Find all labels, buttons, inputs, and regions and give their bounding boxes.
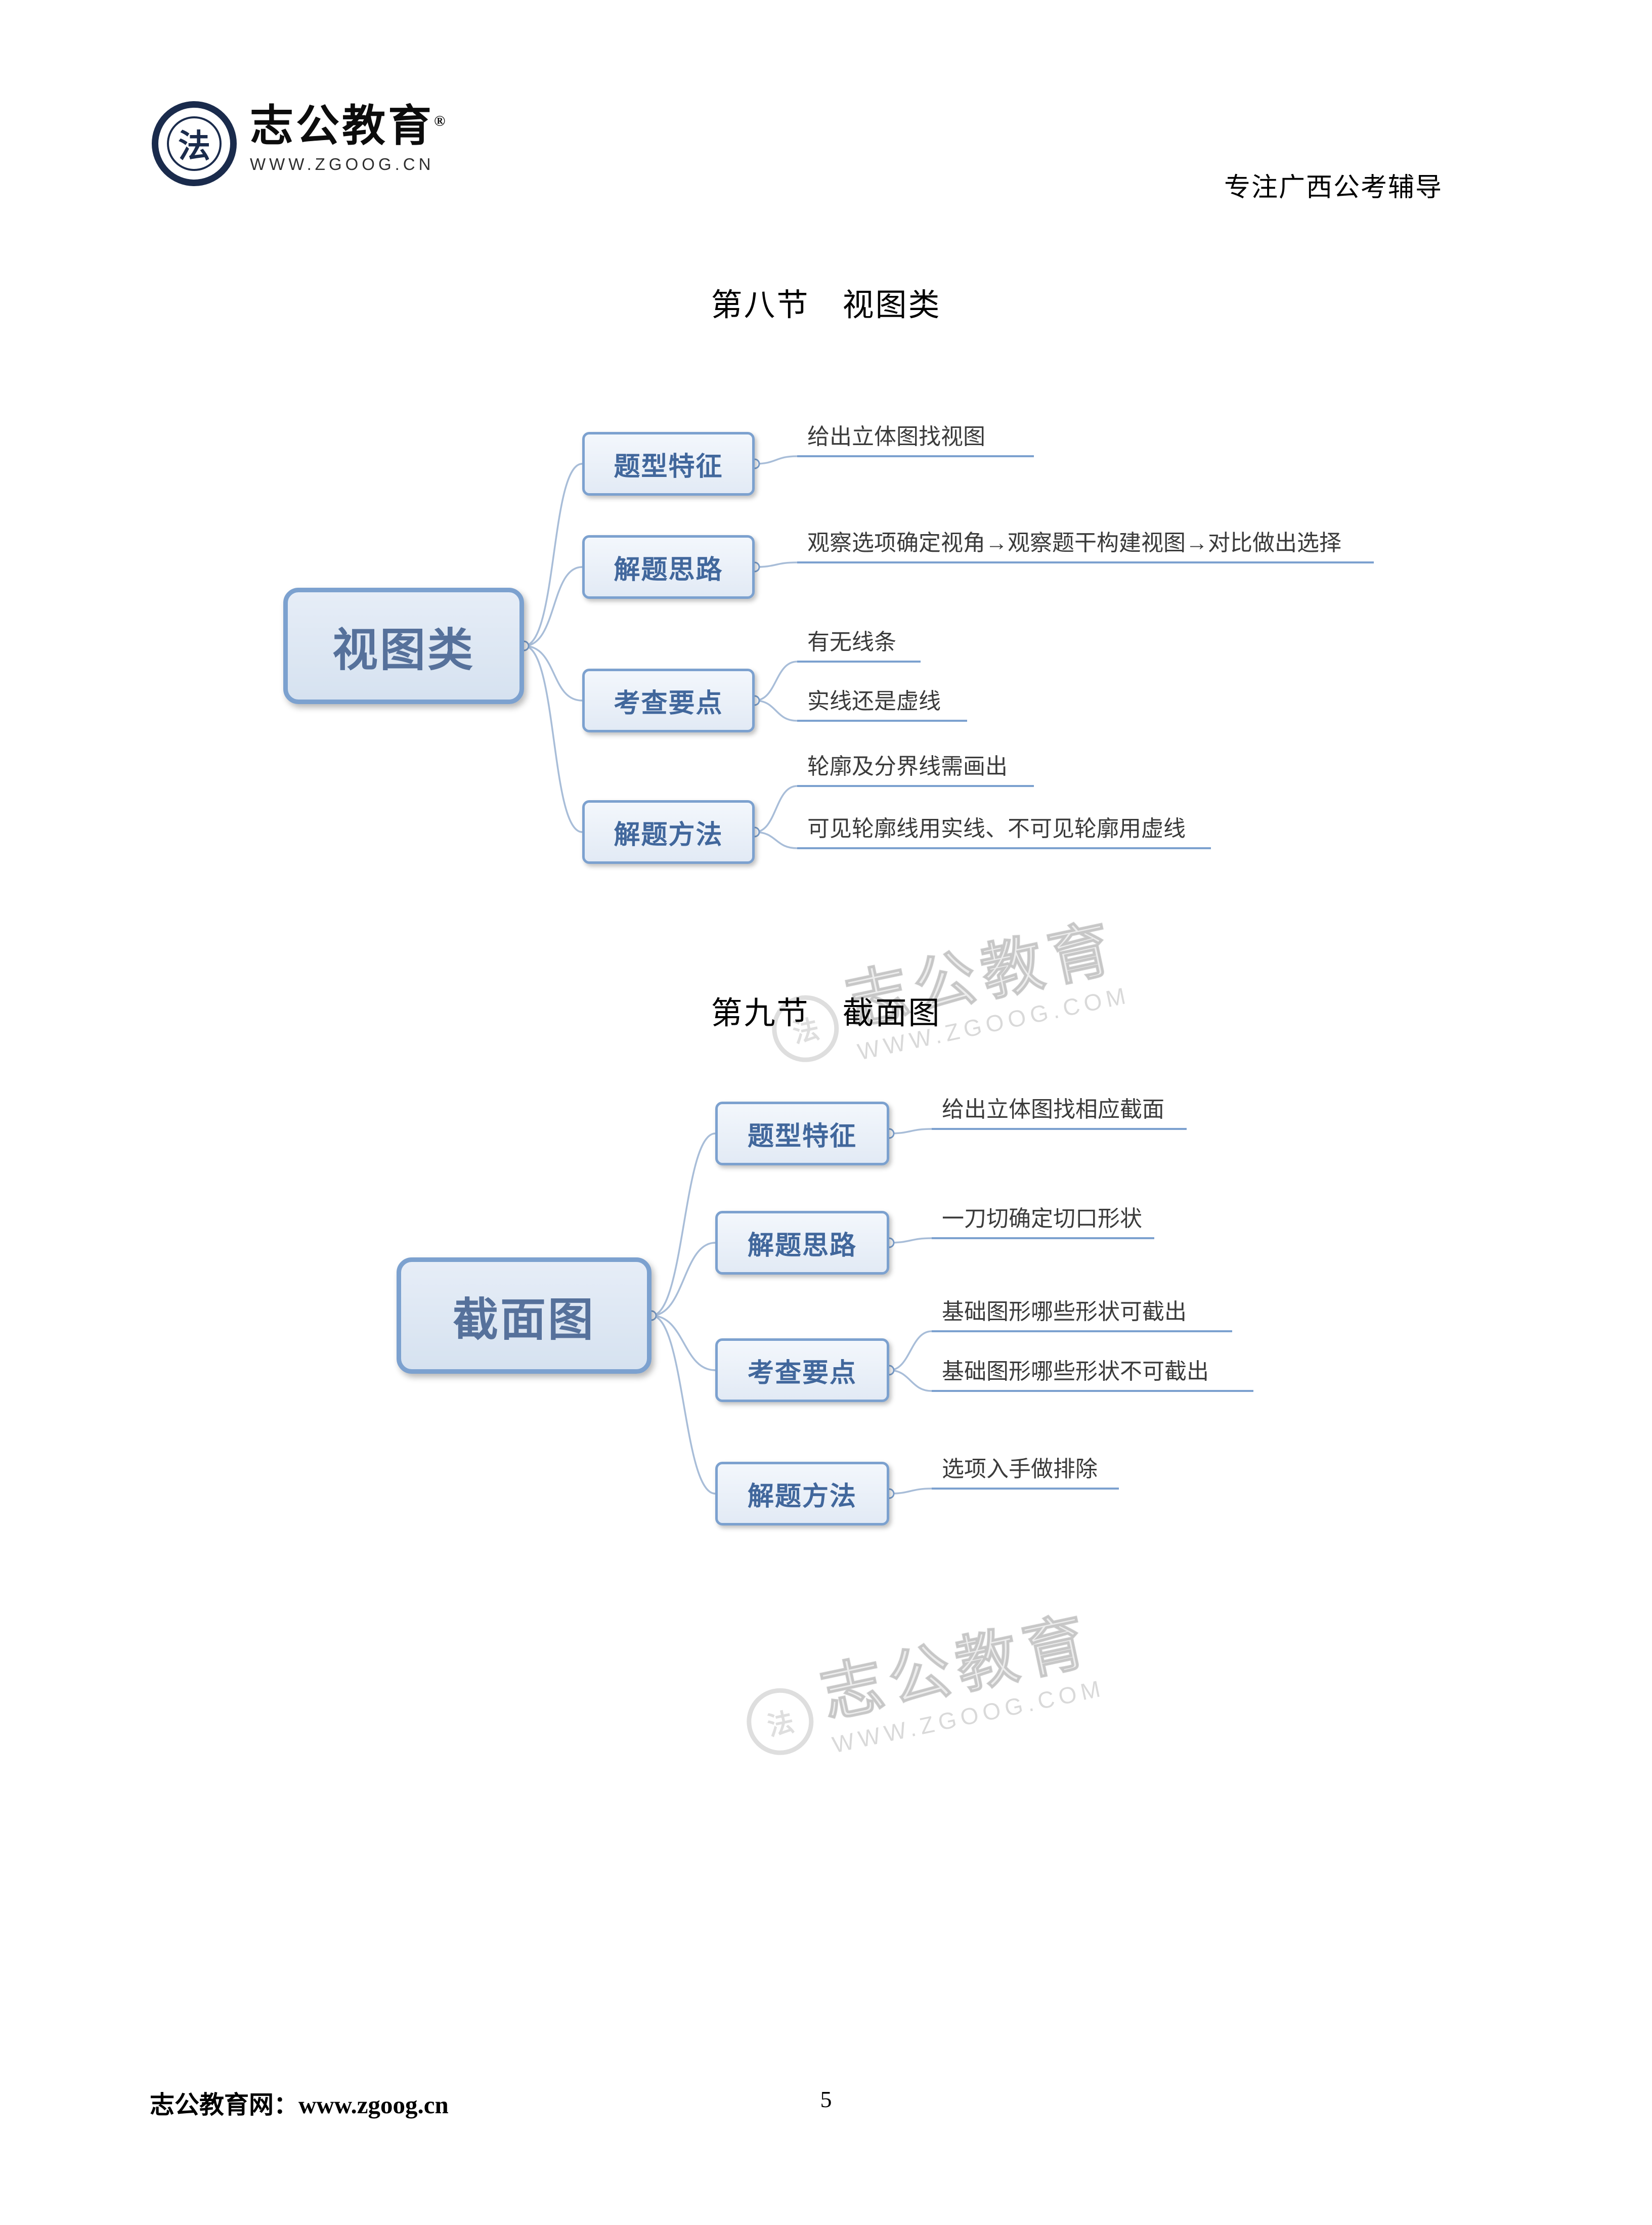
leaf-item: 基础图形哪些形状可截出 <box>932 1298 1232 1332</box>
brand-logo-ring-icon: 法 <box>167 116 222 171</box>
watermark: 法 志公教育 WWW.ZGOOG.COM <box>737 1606 1107 1775</box>
mindmap-root-jiemiantu: 截面图 <box>397 1257 651 1374</box>
watermark-text: 志公教育 WWW.ZGOOG.COM <box>815 1606 1107 1759</box>
branch-kaochayaodian: 考查要点 <box>715 1338 889 1402</box>
watermark-logo-icon: 法 <box>741 1682 820 1762</box>
leaf-item: 轮廓及分界线需画出 <box>797 753 1034 787</box>
mindmap-root-shitu: 视图类 <box>283 588 524 704</box>
brand-block: 志公教育® WWW.ZGOOG.CN <box>250 104 448 174</box>
branch-tixingtezheng: 题型特征 <box>582 432 755 496</box>
branch-tixingtezheng: 题型特征 <box>715 1102 889 1165</box>
leaf-item: 观察选项确定视角→观察题干构建视图→对比做出选择 <box>797 529 1374 563</box>
branch-jietisilu: 解题思路 <box>715 1211 889 1275</box>
section8-title: 第八节 视图类 <box>711 288 941 323</box>
page-number: 5 <box>820 2086 832 2112</box>
registered-mark-icon: ® <box>434 112 448 129</box>
footer-site-url: 志公教育网：www.zgoog.cn <box>150 2091 449 2119</box>
brand-name: 志公教育® <box>250 104 448 148</box>
section9-title: 第九节 截面图 <box>711 996 941 1031</box>
watermark-brand: 志公教育 <box>815 1606 1099 1731</box>
leaf-item: 选项入手做排除 <box>932 1455 1119 1490</box>
watermark-url: WWW.ZGOOG.COM <box>830 1674 1107 1758</box>
leaf-item: 给出立体图找相应截面 <box>932 1096 1187 1130</box>
branch-jietifangfa: 解题方法 <box>582 800 755 864</box>
leaf-item: 给出立体图找视图 <box>797 423 1034 457</box>
leaf-item: 有无线条 <box>797 628 921 663</box>
branch-kaochayaodian: 考查要点 <box>582 669 755 732</box>
brand-url: WWW.ZGOOG.CN <box>250 155 434 173</box>
branch-jietifangfa: 解题方法 <box>715 1462 889 1525</box>
header-tagline: 专注广西公考辅导 <box>1224 173 1443 202</box>
branch-jietisilu: 解题思路 <box>582 535 755 599</box>
leaf-item: 实线还是虚线 <box>797 687 967 722</box>
brand-logo-seal-icon: 法 <box>178 128 210 164</box>
leaf-item: 可见轮廓线用实线、不可见轮廓用虚线 <box>797 815 1211 849</box>
leaf-item: 基础图形哪些形状不可截出 <box>932 1358 1253 1392</box>
brand-name-text: 志公教育 <box>250 102 434 150</box>
leaf-item: 一刀切确定切口形状 <box>932 1205 1154 1239</box>
watermark-seal-icon: 法 <box>765 1708 797 1741</box>
brand-logo-icon: 法 <box>152 101 237 186</box>
